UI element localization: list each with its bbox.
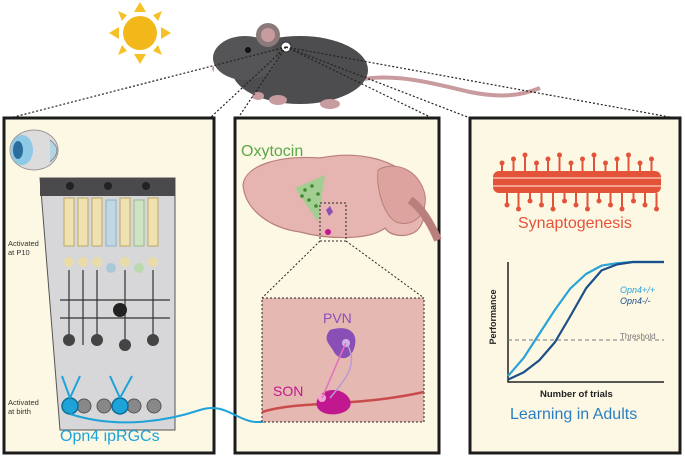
synapse-spine-head <box>580 156 585 162</box>
synapse-spine-head <box>550 206 556 212</box>
synapse-spine-head <box>591 152 597 158</box>
synapse-spine-head <box>522 152 528 158</box>
synapse-spine-head <box>499 160 505 166</box>
synapse-spine-head <box>539 202 544 208</box>
mouse-illustration <box>212 23 541 109</box>
synapse-spine-head <box>649 156 654 162</box>
synapse-spine-head <box>596 198 602 204</box>
synapse-spine-head <box>504 202 510 208</box>
synapse-spine-head <box>511 156 516 162</box>
synapse-spine-head <box>585 206 590 212</box>
synapse-spine-head <box>642 202 648 208</box>
synapse-spine-head <box>545 156 551 162</box>
chart-xlabel: Number of trials <box>540 389 613 400</box>
legend-wt: Opn4+/+ <box>620 285 656 295</box>
synapse-spine-head <box>637 160 643 166</box>
synapse-spine-head <box>573 202 579 208</box>
chart-ylabel: Performance <box>488 289 498 345</box>
synapse-spine-head <box>557 152 562 158</box>
synapse-illustration <box>493 152 661 212</box>
zoom-lines <box>261 240 425 299</box>
learning-title: Learning in Adults <box>510 406 638 423</box>
label-activated-p10: Activated at P10 <box>8 239 39 257</box>
synapse-spine-head <box>631 198 636 204</box>
pvn-label: PVN <box>323 310 352 326</box>
synapse-spine-head <box>619 206 625 212</box>
iprgc-title: Opn4 ipRGCs <box>60 428 160 445</box>
son-label: SON <box>273 383 304 399</box>
oxytocin-region <box>295 175 325 222</box>
synapse-spine-head <box>527 198 533 204</box>
synapse-spine-head <box>603 160 608 166</box>
synapse-spine-head <box>516 206 521 212</box>
eye-icon <box>9 129 59 171</box>
zoom-box <box>319 202 347 242</box>
synapse-spine-head <box>562 198 567 204</box>
sun-icon <box>109 2 171 64</box>
synaptogenesis-title: Synaptogenesis <box>518 215 632 232</box>
synapse-spine-head <box>614 156 620 162</box>
synapse-spine-head <box>534 160 539 166</box>
chart-axes <box>507 262 664 383</box>
series-line-opn4-ko <box>507 260 664 381</box>
legend-ko: Opn4-/- <box>620 296 651 306</box>
synapse-spine-head <box>654 206 659 212</box>
synapse-spine-head <box>626 152 631 158</box>
retina-diagram <box>39 177 331 431</box>
learning-curve-chart <box>507 260 664 383</box>
pvn-nucleus <box>326 328 356 359</box>
synapse-spine-head <box>608 202 613 208</box>
projection-lines <box>9 46 676 119</box>
threshold-label: Threshold <box>620 332 656 341</box>
oxytocin-title: Oxytocin <box>241 143 304 160</box>
synapse-spine-head <box>568 160 574 166</box>
label-activated-birth: Activated at birth <box>8 398 39 416</box>
brain-illustration <box>242 154 442 242</box>
